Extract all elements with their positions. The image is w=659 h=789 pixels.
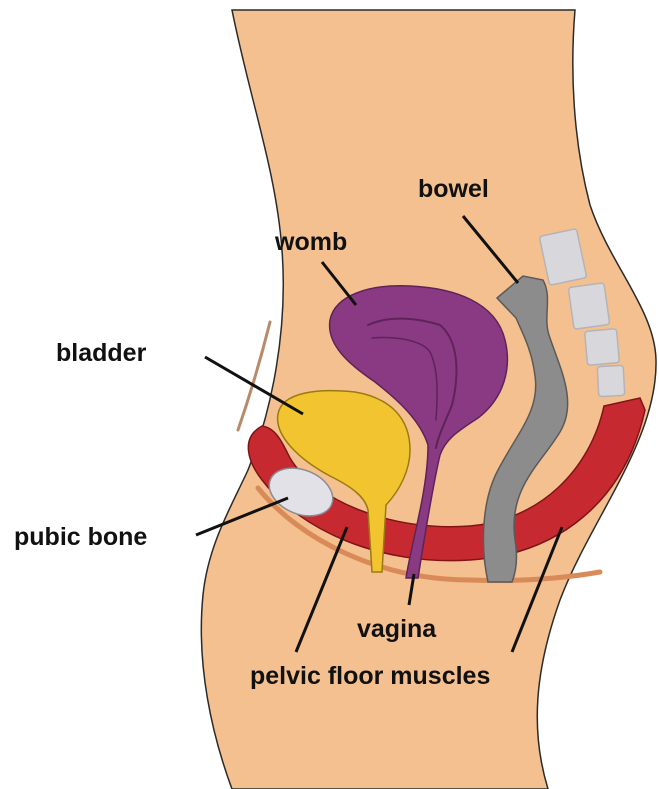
pubic-bone-label: pubic bone <box>14 523 147 551</box>
bladder-label: bladder <box>56 339 147 367</box>
vagina-label: vagina <box>357 615 437 643</box>
pelvic-floor-muscles-label: pelvic floor muscles <box>250 662 490 690</box>
vertebra <box>597 365 625 396</box>
abdomen-crease-line <box>238 322 270 430</box>
bowel-label: bowel <box>418 175 489 203</box>
womb-label: womb <box>274 228 347 256</box>
vertebra <box>568 283 609 330</box>
vertebra <box>585 329 620 366</box>
